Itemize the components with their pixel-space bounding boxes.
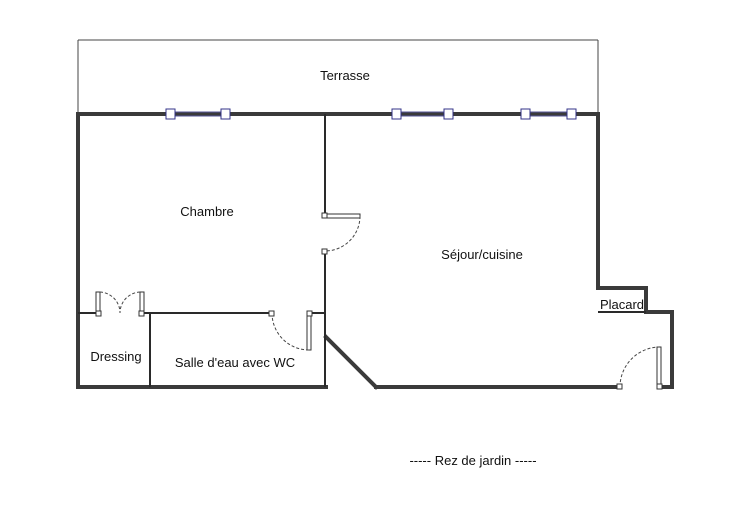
terrace-area bbox=[77, 39, 599, 114]
interior-walls bbox=[78, 114, 646, 387]
room-label-sejour: Séjour/cuisine bbox=[441, 247, 523, 262]
room-label-placard: Placard bbox=[600, 297, 644, 312]
door-dressing bbox=[95, 291, 145, 317]
door-chambre-sejour bbox=[321, 212, 361, 255]
window-1 bbox=[165, 108, 231, 120]
room-label-terrasse: Terrasse bbox=[320, 68, 370, 83]
room-label-salle-eau: Salle d'eau avec WC bbox=[175, 355, 295, 370]
door-entrance bbox=[616, 346, 663, 390]
window-3 bbox=[520, 108, 577, 120]
door-salle-eau bbox=[268, 310, 313, 351]
window-2 bbox=[391, 108, 454, 120]
room-label-dressing: Dressing bbox=[90, 349, 141, 364]
exterior-walls bbox=[76, 112, 674, 390]
room-label-chambre: Chambre bbox=[180, 204, 233, 219]
level-caption: ----- Rez de jardin ----- bbox=[409, 453, 536, 468]
